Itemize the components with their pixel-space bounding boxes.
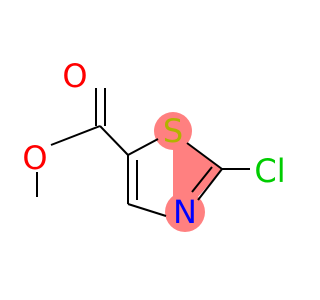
bond-n-c2-inner <box>191 166 213 193</box>
atom-cl: Cl <box>254 152 285 190</box>
bond-c-c5 <box>99 125 129 156</box>
atom-n: N <box>173 193 197 231</box>
atom-s: S <box>163 112 183 150</box>
bond-c4-n <box>127 203 167 217</box>
molecule-structure: O O S Cl N <box>22 57 286 232</box>
ring-highlight <box>173 131 222 212</box>
bond-o-carbonylc <box>50 125 101 146</box>
atom-o-carbonyl: O <box>62 57 87 95</box>
bond-n-c2 <box>197 168 223 201</box>
atom-o-ester: O <box>22 139 47 177</box>
bond-c2-s <box>186 142 223 170</box>
bonds <box>36 88 250 217</box>
bond-c5-s <box>127 138 159 156</box>
